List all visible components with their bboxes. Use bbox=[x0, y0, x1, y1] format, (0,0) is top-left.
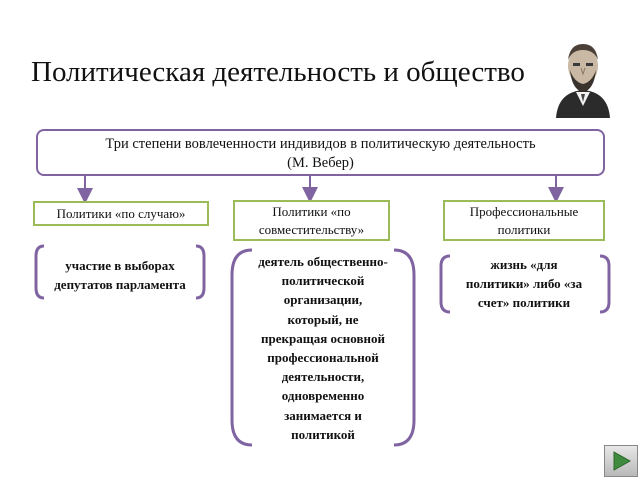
description-line: политической bbox=[281, 273, 365, 289]
root-box-line1: Три степени вовлеченности индивидов в по… bbox=[105, 136, 536, 152]
category-label-line: политики bbox=[497, 222, 551, 237]
portrait-icon bbox=[556, 44, 610, 118]
description-line: профессиональной bbox=[267, 350, 379, 366]
description-part-time: деятель общественно- политической органи… bbox=[240, 252, 406, 444]
bracket-right-2 bbox=[393, 248, 416, 447]
bracket-left-1 bbox=[34, 244, 45, 300]
description-line: депутатов парламента bbox=[54, 277, 186, 292]
bracket-right-3 bbox=[599, 254, 611, 314]
description-line: деятель общественно- bbox=[258, 254, 388, 269]
description-line: одновременно bbox=[281, 388, 365, 404]
description-line: организации, bbox=[283, 292, 363, 308]
category-label-line: Политики «по bbox=[272, 204, 351, 219]
bracket-left-3 bbox=[439, 254, 451, 314]
slide-title: Политическая деятельность и общество bbox=[31, 56, 525, 88]
description-line: жизнь «для bbox=[490, 257, 558, 272]
category-part-time: Политики «по совместительству» bbox=[233, 200, 390, 241]
category-professional: Профессиональные политики bbox=[443, 200, 605, 241]
category-label-line: совместительству» bbox=[258, 222, 365, 237]
description-line: который, не bbox=[287, 311, 359, 327]
description-line: политики» либо «за bbox=[465, 276, 583, 291]
description-by-chance: участие в выборах депутатов парламента bbox=[38, 256, 202, 294]
description-line: прекращая основной bbox=[261, 330, 385, 346]
bracket-right-1 bbox=[195, 244, 206, 300]
next-slide-icon[interactable] bbox=[604, 445, 638, 477]
description-professional: жизнь «для политики» либо «за счет» поли… bbox=[446, 255, 602, 312]
description-line: деятельности, bbox=[281, 369, 365, 385]
bracket-left-2 bbox=[230, 248, 253, 447]
description-line: участие в выборах bbox=[65, 258, 175, 273]
category-by-chance: Политики «по случаю» bbox=[33, 201, 209, 226]
root-box: Три степени вовлеченности индивидов в по… bbox=[36, 129, 605, 176]
category-label: Политики «по случаю» bbox=[56, 206, 186, 221]
root-box-line2: (М. Вебер) bbox=[287, 155, 354, 171]
description-line: счет» политики bbox=[477, 295, 571, 310]
category-label-line: Профессиональные bbox=[469, 204, 579, 219]
description-line: политикой bbox=[291, 426, 355, 442]
description-line: занимается и bbox=[284, 407, 362, 423]
